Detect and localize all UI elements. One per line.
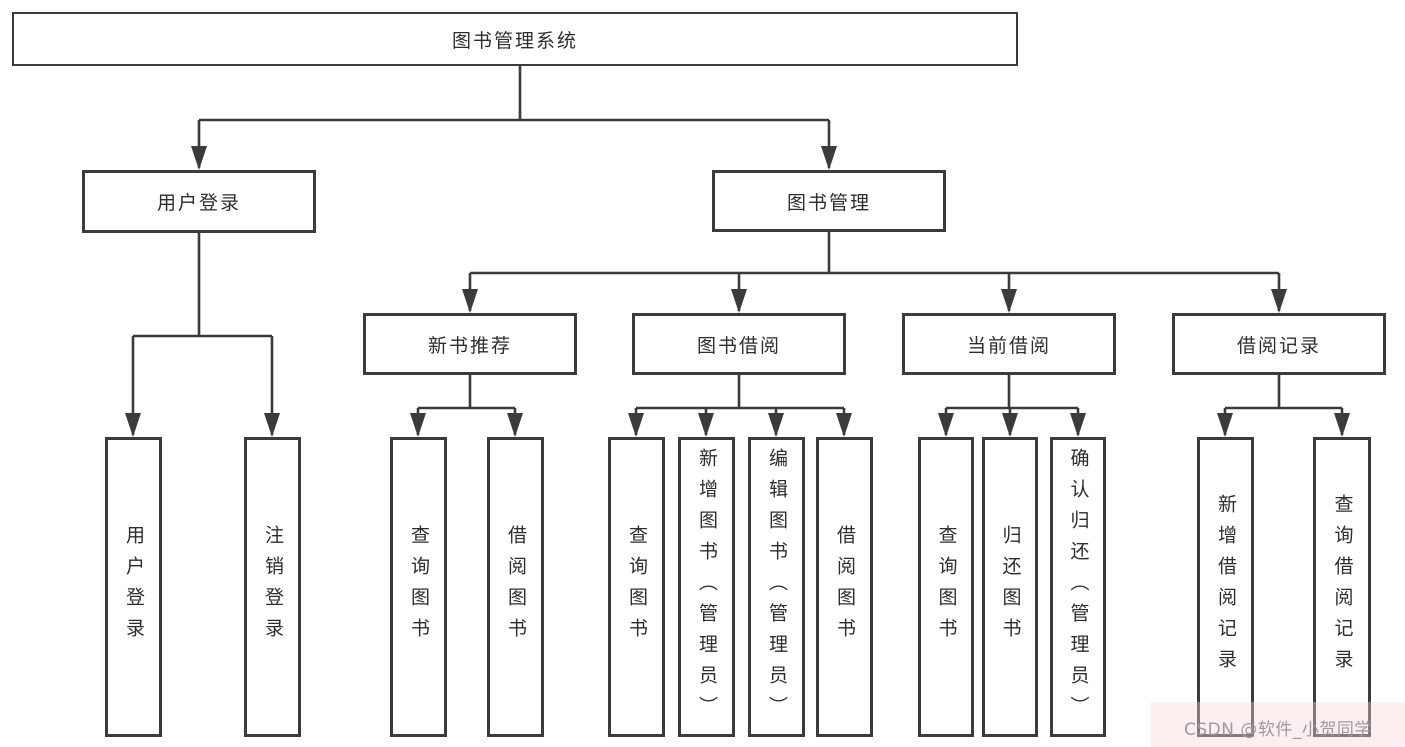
node-user-login-label: 用户登录: [156, 192, 241, 214]
node-v-logout-label: 注销登录: [262, 525, 284, 649]
watermark-band: [1150, 702, 1405, 747]
node-query-books-2: 查询图书: [608, 437, 665, 737]
node-book-borrow-label: 图书借阅: [696, 334, 781, 357]
node-query-borrow-record-label: 查询借阅记录: [1331, 494, 1354, 680]
node-book-mgmt-label: 图书管理: [786, 191, 871, 214]
node-v-user-login-label: 用户登录: [123, 525, 145, 649]
node-return-books-label: 归还图书: [999, 525, 1022, 649]
node-add-borrow-record: 新增借阅记录: [1197, 437, 1254, 737]
node-v-logout: 注销登录: [244, 437, 301, 737]
node-add-borrow-record-label: 新增借阅记录: [1215, 494, 1237, 680]
node-query-books-1-label: 查询图书: [408, 525, 430, 649]
node-query-books-1: 查询图书: [390, 437, 447, 737]
node-current-borrow-label: 当前借阅: [966, 334, 1051, 357]
node-add-books: 新增图书（管理员）: [678, 437, 735, 737]
edge-lines: [131, 66, 1344, 435]
node-user-login: 用户登录: [82, 170, 316, 233]
node-borrow-records-label: 借阅记录: [1236, 334, 1321, 357]
node-book-borrow: 图书借阅: [632, 313, 846, 375]
node-query-borrow-record: 查询借阅记录: [1313, 437, 1371, 737]
node-query-books-2-label: 查询图书: [626, 525, 648, 649]
node-root: 图书管理系统: [12, 12, 1018, 66]
node-query-books-3-label: 查询图书: [935, 525, 958, 649]
node-query-books-3: 查询图书: [918, 437, 974, 737]
node-return-books: 归还图书: [982, 437, 1038, 737]
watermark-text: CSDN @软件_小贺同学: [1184, 720, 1372, 740]
node-borrow-books-1: 借阅图书: [487, 437, 544, 737]
node-edit-books: 编辑图书（管理员）: [748, 437, 805, 737]
node-v-user-login: 用户登录: [105, 437, 162, 737]
node-borrow-records: 借阅记录: [1172, 313, 1386, 375]
node-edit-books-label: 编辑图书（管理员）: [766, 447, 788, 727]
node-current-borrow: 当前借阅: [902, 313, 1116, 375]
node-new-books-label: 新书推荐: [427, 334, 512, 357]
node-new-books: 新书推荐: [363, 313, 577, 375]
node-borrow-books-2: 借阅图书: [816, 437, 873, 737]
node-confirm-return: 确认归还（管理员）: [1050, 437, 1106, 737]
node-root-label: 图书管理系统: [451, 29, 578, 52]
node-book-mgmt: 图书管理: [712, 170, 946, 232]
node-borrow-books-2-label: 借阅图书: [834, 525, 856, 649]
node-confirm-return-label: 确认归还（管理员）: [1067, 447, 1090, 727]
node-borrow-books-1-label: 借阅图书: [505, 525, 527, 649]
node-add-books-label: 新增图书（管理员）: [696, 447, 718, 727]
